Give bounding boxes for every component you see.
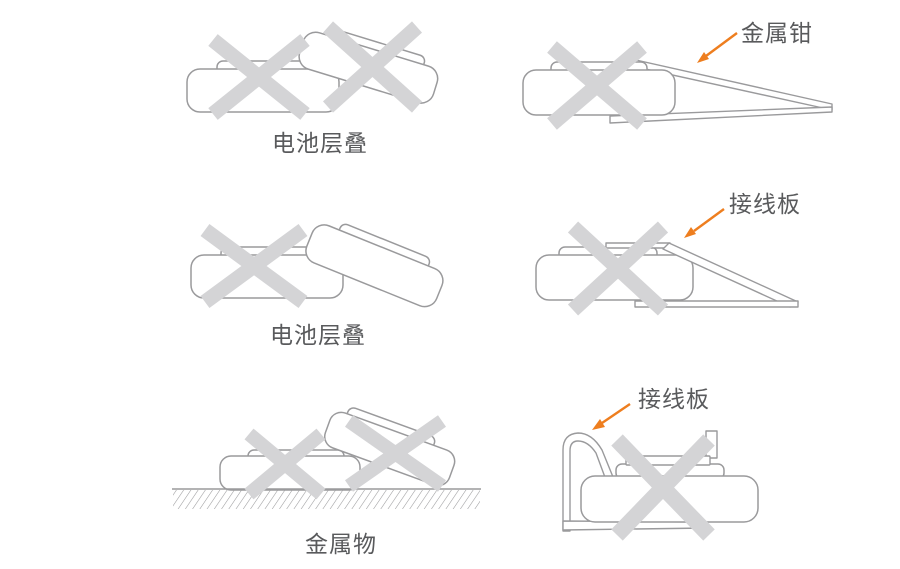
label-terminal-strip-leaning: 接线板 [729,192,801,218]
prohibition-x-icon [244,428,326,500]
label-battery-stack-top: 电池层叠 [272,131,368,157]
battery-illustration-tilted [305,223,444,308]
panel-battery-stack-middle [190,223,444,309]
prohibition-x-icon [567,221,669,316]
prohibition-x-icon [611,434,715,541]
prohibition-x-icon [547,41,647,130]
prohibition-x-icon [344,415,447,492]
panel-metal-pliers [522,32,833,130]
panel-terminal-strip-leaning [535,208,799,316]
prohibition-x-icon [322,21,423,113]
panel-metal-object-surface [172,407,481,509]
panel-battery-stack-top [186,21,439,120]
callout-arrow-icon [697,32,738,63]
label-metal-object-surface: 金属物 [305,532,377,558]
terminal-strip-base [634,300,799,308]
prohibition-x-icon [208,34,310,120]
prohibition-x-icon [200,223,308,309]
pliers-lower-jaw [609,106,833,124]
panel-terminal-strip-wrapped [562,403,759,541]
metal-surface-hatching [173,490,480,509]
callout-arrow-icon [592,403,631,430]
label-terminal-strip-wrapped: 接线板 [638,387,710,413]
label-metal-pliers: 金属钳 [741,21,813,47]
label-battery-stack-middle: 电池层叠 [270,323,366,349]
callout-arrow-icon [684,208,725,238]
